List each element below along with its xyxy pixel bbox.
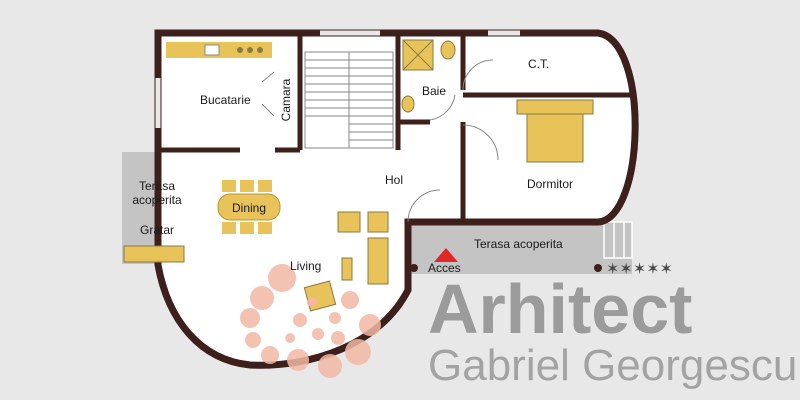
interior-walls [158, 33, 632, 225]
label-living: Living [290, 259, 321, 273]
staircase [304, 51, 394, 149]
label-bucatarie: Bucatarie [200, 93, 251, 107]
label-terasa-right: Terasa acoperita [474, 237, 563, 251]
label-terasa-left-1: Terasa [139, 179, 175, 193]
decor-circles [240, 264, 381, 378]
column [410, 264, 418, 272]
brand-line-1: Arhitect [428, 270, 692, 348]
label-hol: Hol [385, 173, 403, 187]
grill [123, 245, 185, 263]
brand-line-2: Gabriel Georgescu [428, 341, 797, 390]
label-gratar: Gratar [140, 223, 174, 237]
kitchen-counter [166, 42, 272, 58]
bed [516, 99, 594, 163]
column [594, 264, 602, 272]
label-ct: C.T. [528, 57, 549, 71]
label-camara: Camara [279, 78, 293, 121]
terrace-right [408, 222, 632, 274]
living-furniture [303, 211, 389, 312]
label-terasa-left-2: acoperita [132, 193, 182, 207]
label-dining: Dining [232, 201, 266, 215]
label-dormitor: Dormitor [527, 177, 573, 191]
svg-text:✶✶✶✶✶: ✶✶✶✶✶ [606, 261, 673, 278]
window-openings [155, 30, 520, 128]
label-acces: Acces [428, 261, 461, 275]
bathroom-fixtures [401, 39, 456, 113]
label-baie: Baie [422, 84, 446, 98]
access-arrow [434, 248, 458, 262]
plants: ✶✶✶✶✶ [606, 261, 673, 278]
dining-table [217, 180, 281, 234]
